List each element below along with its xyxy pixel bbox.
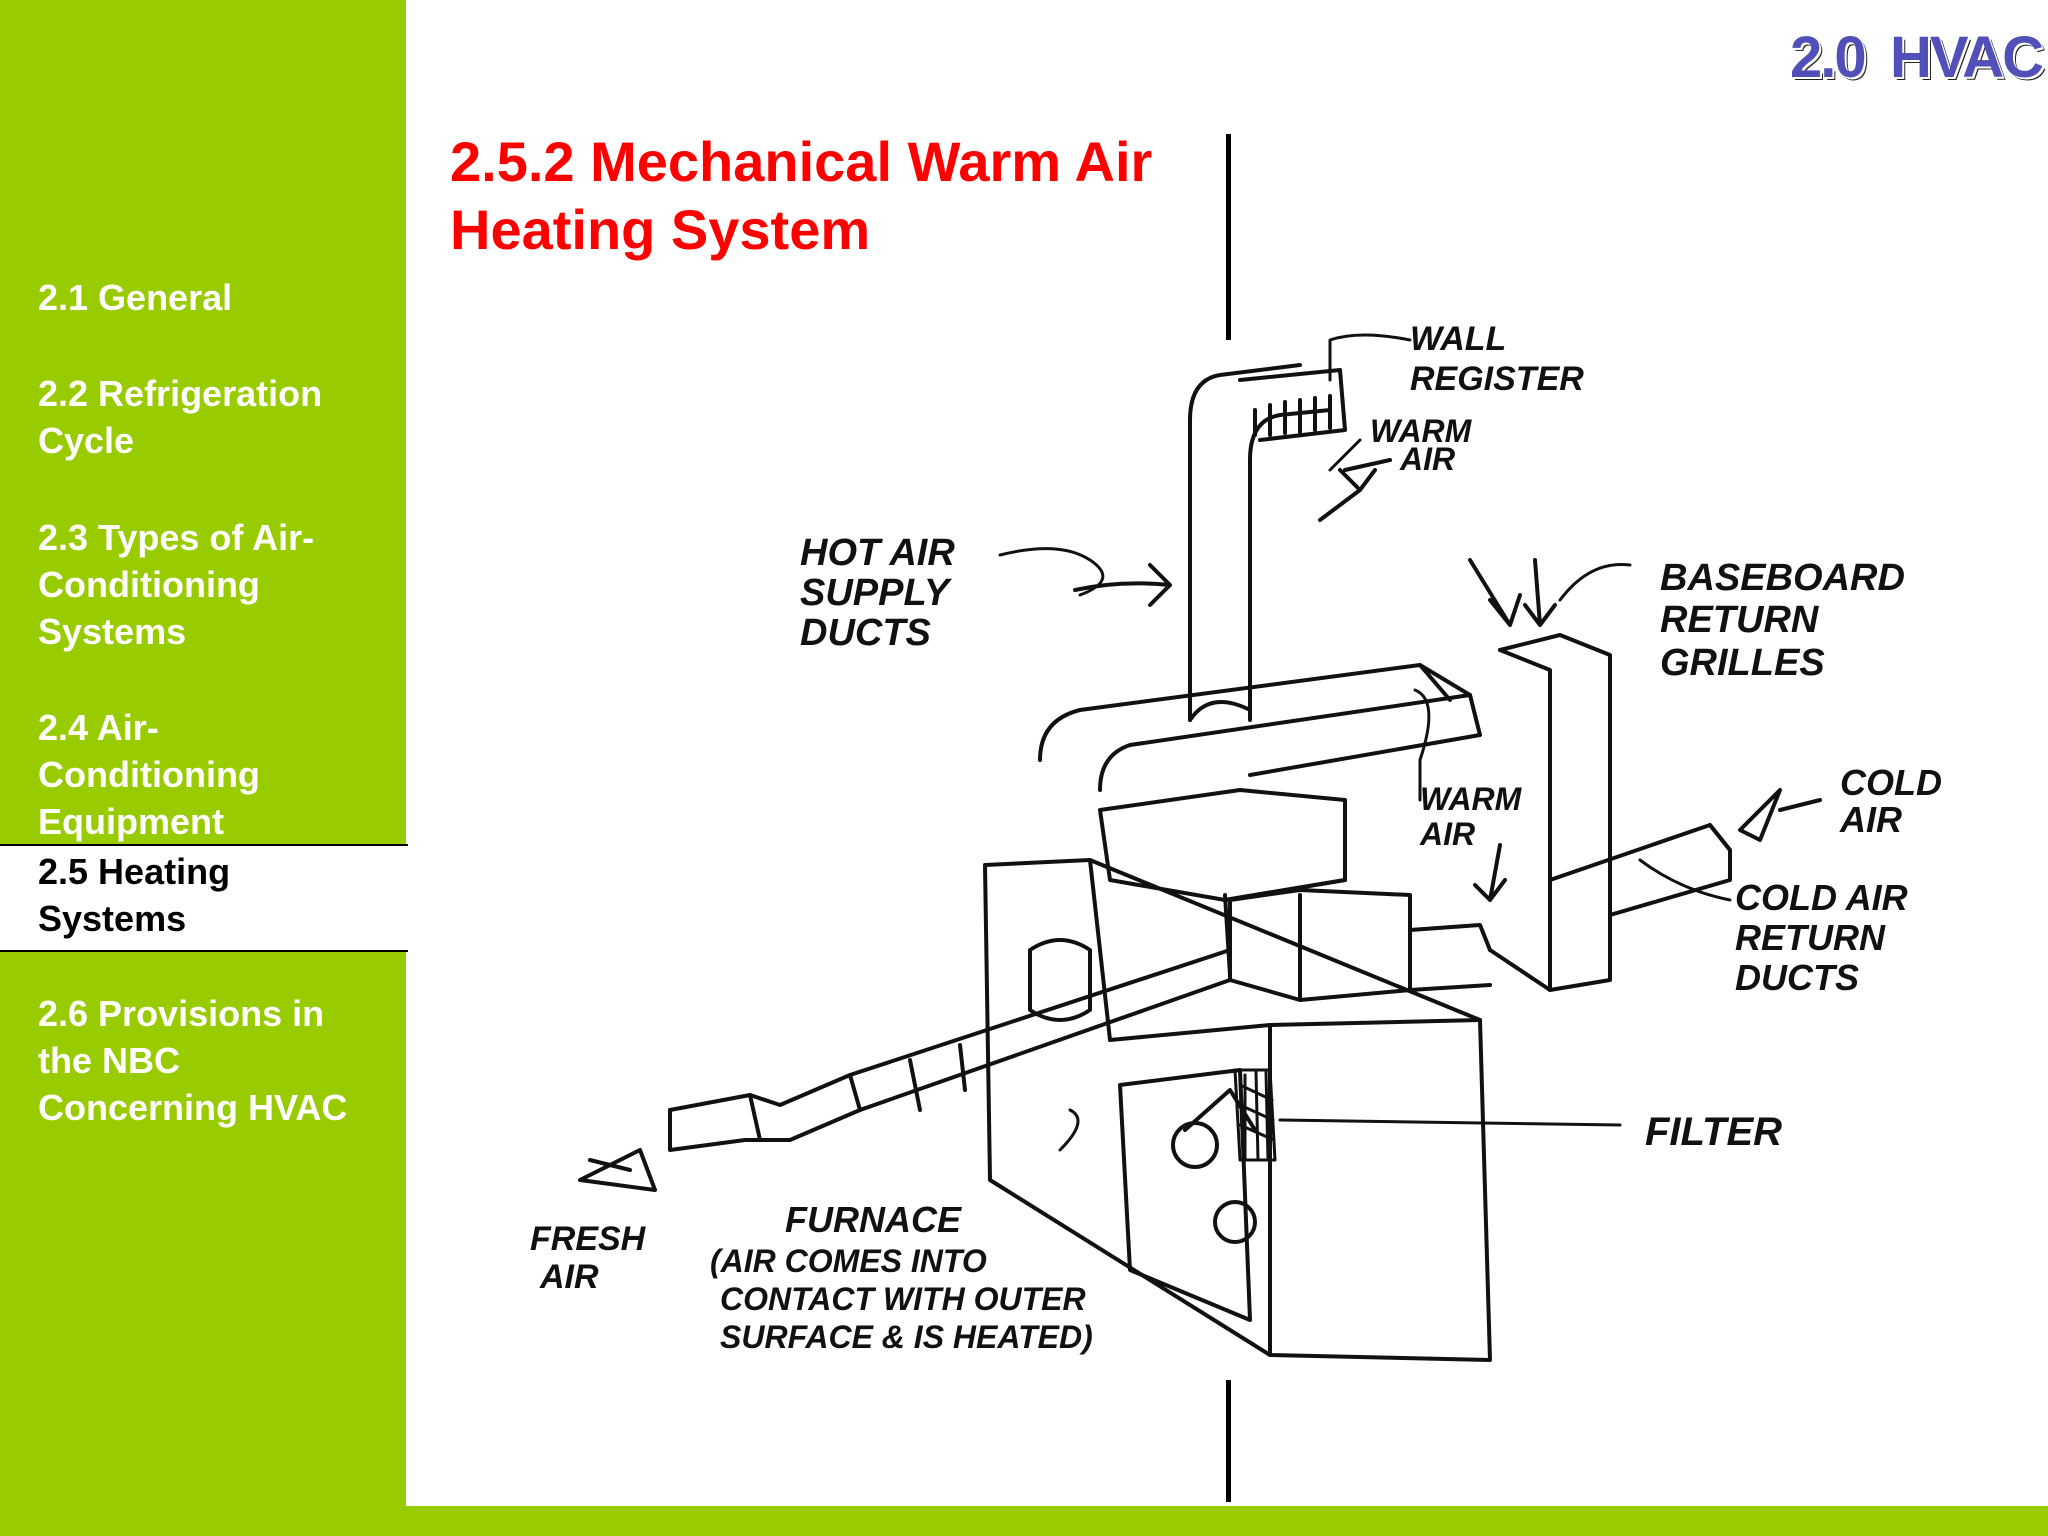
label-fresh-air-1: FRESH bbox=[530, 1220, 647, 1258]
label-furnace-4: SURFACE & IS HEATED) bbox=[720, 1319, 1093, 1355]
fresh-air-duct bbox=[668, 948, 1232, 1152]
section-title: HVAC bbox=[1890, 25, 2044, 90]
label-hot-air-3: DUCTS bbox=[800, 612, 931, 654]
nav-item-refrigeration-cycle[interactable]: 2.2 Refrigeration Cycle bbox=[38, 373, 323, 461]
label-cold-air-1: COLD bbox=[1840, 762, 1942, 803]
label-filter: FILTER bbox=[1645, 1110, 1782, 1154]
divider-line-bottom bbox=[1226, 1380, 1231, 1502]
nav-item-general[interactable]: 2.1 General bbox=[38, 277, 233, 318]
section-number: 2.0 bbox=[1790, 25, 1867, 90]
label-furnace-2: (AIR COMES INTO bbox=[710, 1243, 987, 1279]
label-baseboard-1: BASEBOARD bbox=[1660, 557, 1905, 599]
nav-item-air-conditioning-equipment[interactable]: 2.4 Air-Conditioning Equipment bbox=[38, 707, 260, 842]
label-wall-register-2: REGISTER bbox=[1410, 360, 1584, 398]
label-baseboard-3: GRILLES bbox=[1660, 642, 1825, 684]
filter-mesh bbox=[1233, 1068, 1277, 1162]
label-cold-return-1: COLD AIR bbox=[1735, 877, 1908, 918]
label-wall-register-1: WALL bbox=[1410, 320, 1506, 358]
air-flow-arrows bbox=[578, 458, 1822, 1192]
label-hot-air-2: SUPPLY bbox=[800, 572, 953, 614]
label-fresh-air-2: AIR bbox=[539, 1258, 599, 1296]
label-warm-air-top-2: AIR bbox=[1399, 441, 1455, 477]
label-cold-return-2: RETURN bbox=[1735, 917, 1886, 958]
hot-air-supply-ducts bbox=[1038, 363, 1482, 792]
active-nav-highlight bbox=[0, 844, 408, 952]
label-cold-air-2: AIR bbox=[1839, 799, 1902, 840]
label-furnace-3: CONTACT WITH OUTER bbox=[720, 1281, 1086, 1317]
nav-item-types-of-air-conditioning[interactable]: 2.3 Types of Air-Conditioning Systems bbox=[38, 517, 315, 652]
divider-line-top bbox=[1226, 134, 1231, 340]
nav-item-heating-systems[interactable]: 2.5 Heating Systems bbox=[38, 851, 231, 939]
label-cold-return-3: DUCTS bbox=[1735, 957, 1859, 998]
label-warm-air-top-1: WARM bbox=[1370, 413, 1473, 449]
label-warm-air-mid-1: WARM bbox=[1420, 781, 1523, 817]
slide-title: 2.5.2 Mechanical Warm Air Heating System bbox=[450, 130, 1153, 261]
label-furnace-1: FURNACE bbox=[785, 1199, 962, 1240]
leader-lines bbox=[998, 333, 1732, 1152]
sidebar bbox=[0, 0, 406, 1536]
cold-air-return-ducts bbox=[1408, 633, 1732, 992]
label-warm-air-mid-2: AIR bbox=[1419, 816, 1475, 852]
plenum bbox=[1098, 788, 1412, 1002]
furnace-box bbox=[983, 858, 1492, 1362]
nav-item-provisions-nbc[interactable]: 2.6 Provisions in the NBC Concerning HVA… bbox=[38, 993, 348, 1128]
label-hot-air-1: HOT AIR bbox=[800, 532, 955, 574]
label-baseboard-2: RETURN bbox=[1660, 599, 1820, 641]
bottom-bar bbox=[406, 1506, 2048, 1536]
